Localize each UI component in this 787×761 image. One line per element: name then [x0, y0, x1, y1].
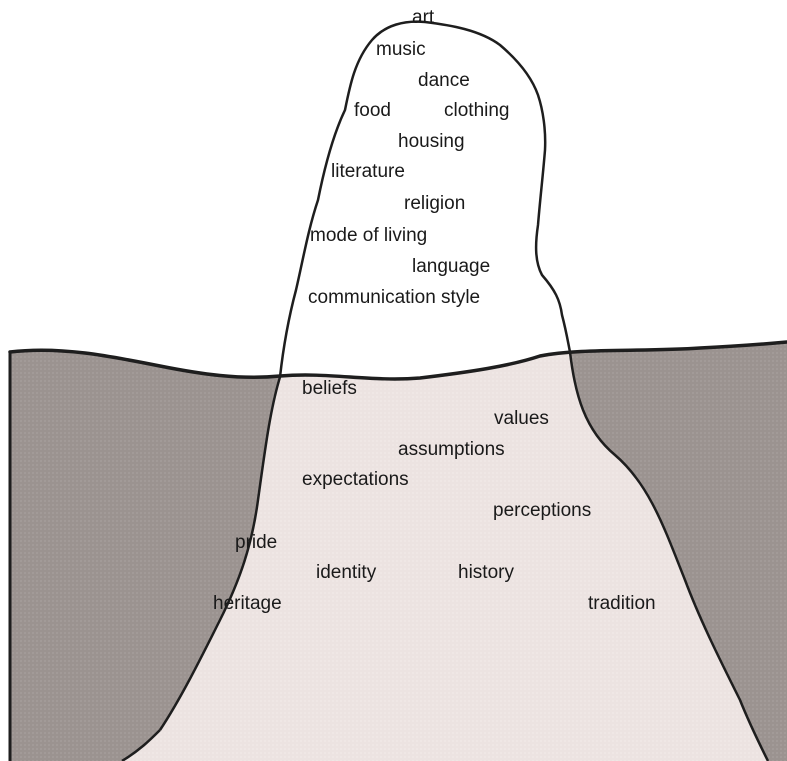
label-history: history — [458, 562, 514, 584]
label-expectations: expectations — [302, 469, 409, 491]
label-values: values — [494, 408, 549, 430]
label-heritage: heritage — [213, 593, 282, 615]
label-mode-of-living: mode of living — [310, 225, 427, 247]
label-tradition: tradition — [588, 593, 656, 615]
label-clothing: clothing — [444, 100, 510, 122]
label-pride: pride — [235, 532, 277, 554]
label-perceptions: perceptions — [493, 500, 591, 522]
label-music: music — [376, 39, 426, 61]
label-language: language — [412, 256, 490, 278]
label-religion: religion — [404, 193, 465, 215]
label-identity: identity — [316, 562, 376, 584]
label-food: food — [354, 100, 391, 122]
label-beliefs: beliefs — [302, 378, 357, 400]
label-art: art — [412, 7, 434, 29]
label-communication-style: communication style — [308, 287, 480, 309]
label-literature: literature — [331, 161, 405, 183]
label-assumptions: assumptions — [398, 439, 505, 461]
label-housing: housing — [398, 131, 465, 153]
label-dance: dance — [418, 70, 470, 92]
